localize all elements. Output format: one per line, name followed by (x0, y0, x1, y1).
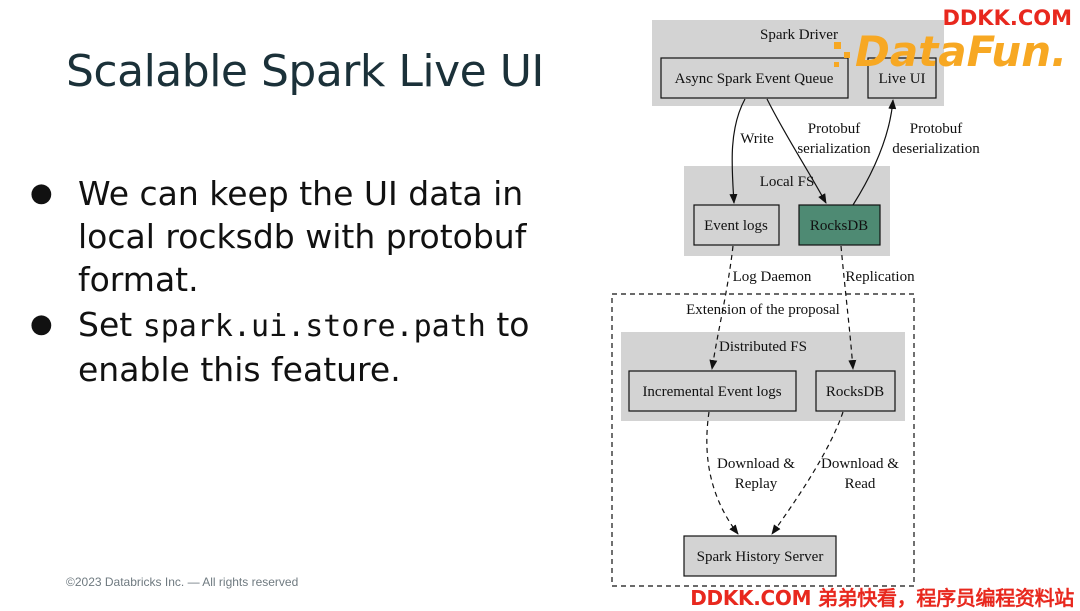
spark-driver-label: Spark Driver (760, 27, 838, 43)
rocksdb-local-label: RocksDB (810, 218, 868, 234)
edge-download-replay (706, 411, 739, 535)
distributed-fs-label: Distributed FS (719, 339, 807, 355)
event-logs-node (693, 204, 780, 246)
edge-download-replay-label-1: Download & (717, 456, 795, 472)
edge-deserialization-label-2: deserialization (892, 141, 980, 157)
copyright-footer: ©2023 Databricks Inc. — All rights reser… (66, 575, 299, 589)
edge-download-read-label-1: Download & (821, 456, 899, 472)
bullet-list: ● We can keep the UI data in local rocks… (30, 172, 590, 393)
bullet-text: We can keep the UI data in local rocksdb… (78, 174, 527, 299)
rocksdb-dist-node (815, 370, 896, 412)
slide-title: Scalable Spark Live UI (66, 46, 544, 97)
config-key-code: spark.ui.store.path (142, 309, 486, 344)
extension-label: Extension of the proposal (686, 302, 840, 318)
edge-deserialization-label-1: Protobuf (910, 121, 963, 137)
edge-protobuf-serialization (766, 98, 827, 204)
incremental-event-logs-node (628, 370, 797, 412)
history-server-label: Spark History Server (697, 549, 824, 565)
incremental-event-logs-label: Incremental Event logs (642, 384, 781, 400)
history-server-node (683, 535, 837, 577)
bullet-item: ● Set spark.ui.store.path to enable this… (30, 303, 590, 391)
edge-protobuf-deserialization (852, 99, 897, 206)
event-logs-label: Event logs (704, 218, 768, 234)
edge-replication (840, 245, 857, 370)
live-ui-label: Live UI (878, 71, 925, 87)
rocksdb-dist-label: RocksDB (826, 384, 884, 400)
bullet-suffix: to enable this feature. (78, 305, 530, 389)
edge-download-read (771, 411, 844, 535)
bullet-dot-icon: ● (30, 178, 53, 208)
datafun-logo: DataFun. (834, 27, 1067, 76)
local-fs-label: Local FS (760, 174, 815, 190)
edge-download-read-label-2: Read (845, 476, 876, 492)
async-event-queue-node (660, 57, 849, 99)
datafun-logo-text: DataFun. (855, 27, 1067, 76)
async-event-queue-label: Async Spark Event Queue (675, 71, 834, 87)
edge-serialization-label-2: serialization (797, 141, 871, 157)
edge-log-daemon (709, 245, 734, 370)
edge-replication-label: Replication (845, 269, 915, 285)
bullet-dot-icon: ● (30, 309, 53, 339)
watermark-bottom: DDKK.COM 弟弟快看，程序员编程资料站 (690, 586, 1074, 610)
live-ui-node (867, 57, 937, 99)
rocksdb-local-node (798, 204, 881, 246)
watermark-top: DDKK.COM (942, 6, 1072, 30)
edge-log-daemon-label: Log Daemon (733, 269, 812, 285)
edge-serialization-label-1: Protobuf (808, 121, 861, 137)
bullet-prefix: Set (78, 305, 143, 344)
edge-download-replay-label-2: Replay (735, 476, 778, 492)
edge-write (729, 98, 746, 204)
edge-write-label: Write (740, 131, 774, 147)
bullet-item: ● We can keep the UI data in local rocks… (30, 172, 590, 301)
